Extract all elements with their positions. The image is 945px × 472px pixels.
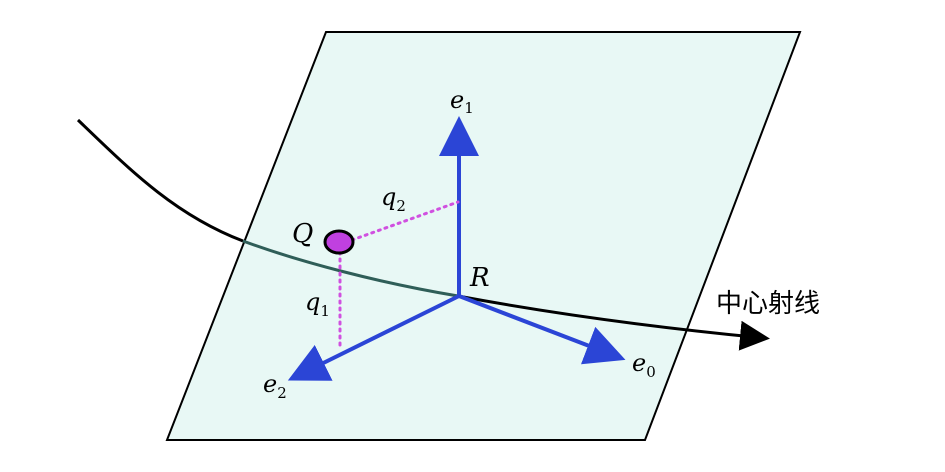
central-ray-exit [457, 294, 770, 351]
label-central-ray: 中心射线 [716, 289, 820, 319]
label-e2: e2 [263, 370, 287, 402]
label-e1: e1 [450, 86, 474, 117]
point-q-marker [323, 229, 355, 255]
central-ray-on-plane [242, 239, 459, 298]
image-plane [165, 31, 802, 441]
projection-q2-line [350, 200, 460, 242]
axis-e2-arrow [287, 294, 460, 381]
label-point-q: Q [292, 219, 313, 249]
axis-e0-arrow [458, 294, 626, 365]
label-e0: e0 [632, 349, 656, 381]
central-ray-entry [76, 118, 244, 243]
label-q2: q2 [381, 183, 406, 215]
label-r: R [469, 263, 490, 293]
label-q1: q1 [305, 288, 330, 320]
